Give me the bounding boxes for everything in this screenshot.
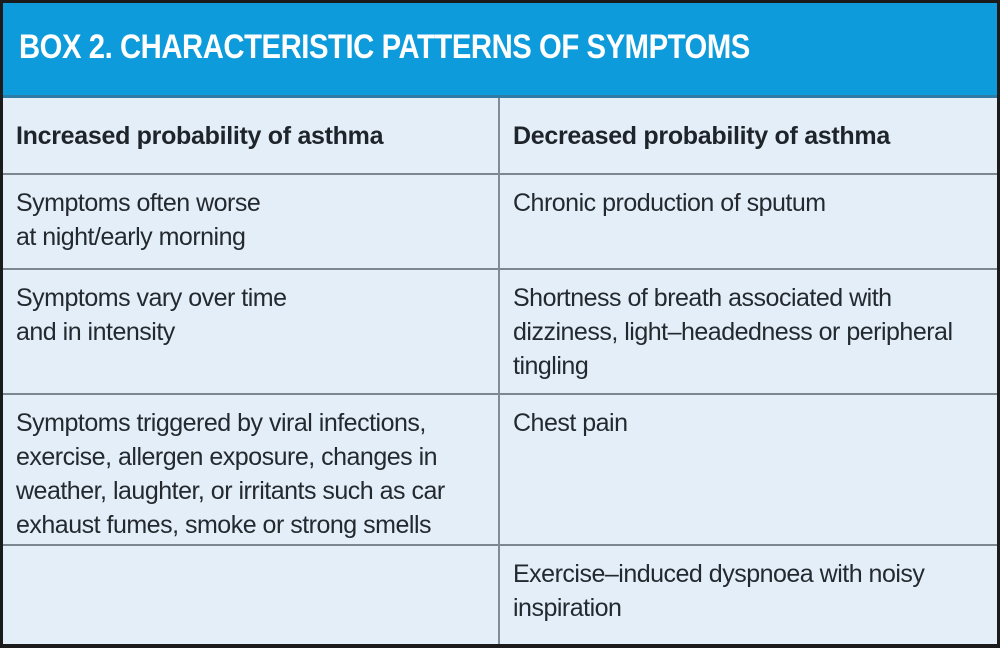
cell-decreased-row-4: Exercise–induced dyspnoea with noisy ins…: [500, 544, 997, 644]
symptoms-table: Increased probability of asthma Decrease…: [3, 95, 997, 644]
cell-increased-row-1: Symptoms often worse at night/early morn…: [3, 173, 500, 268]
cell-increased-row-4: [3, 544, 500, 644]
cell-decreased-row-2: Shortness of breath associated with dizz…: [500, 268, 997, 393]
cell-decreased-row-1: Chronic production of sputum: [500, 173, 997, 268]
cell-decreased-row-3: Chest pain: [500, 393, 997, 544]
cell-increased-row-3: Symptoms triggered by viral infections, …: [3, 393, 500, 544]
cell-increased-row-2: Symptoms vary over time and in intensity: [3, 268, 500, 393]
column-header-increased-probability: Increased probability of asthma: [3, 98, 500, 173]
column-header-decreased-probability: Decreased probability of asthma: [513, 122, 890, 150]
box-title: BOX 2. CHARACTERISTIC PATTERNS OF SYMPTO…: [19, 27, 750, 66]
box-title-bar: BOX 2. CHARACTERISTIC PATTERNS OF SYMPTO…: [3, 3, 997, 95]
